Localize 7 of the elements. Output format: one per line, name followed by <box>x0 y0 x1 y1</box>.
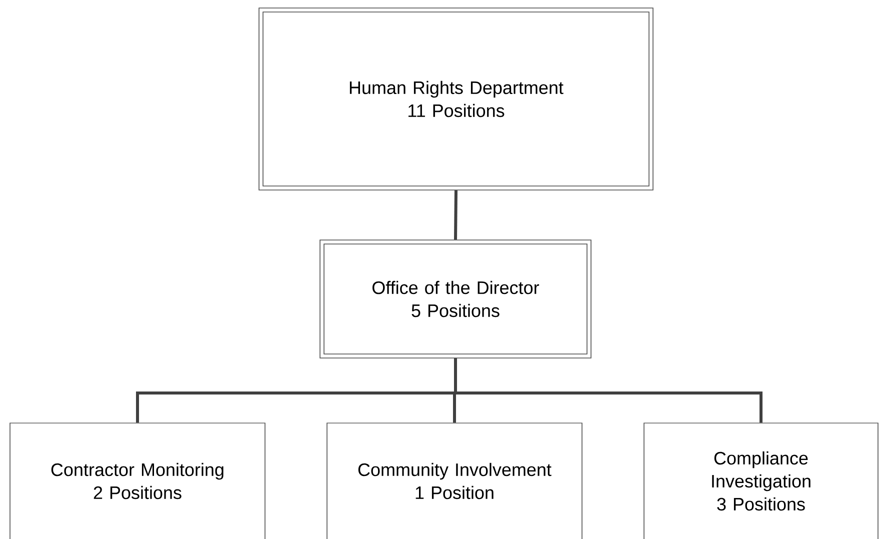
org-box: Compliance Investigation 3 Positions <box>644 422 878 539</box>
connector-line <box>454 358 762 423</box>
org-box: Contractor Monitoring 2 Positions <box>10 422 266 539</box>
org-box: Office of the Director 5 Positions <box>320 240 592 358</box>
connector-line <box>454 190 458 240</box>
org-box: Human Rights Department 11 Positions <box>258 8 654 190</box>
org-box: Community Involvement 1 Position <box>326 422 582 539</box>
